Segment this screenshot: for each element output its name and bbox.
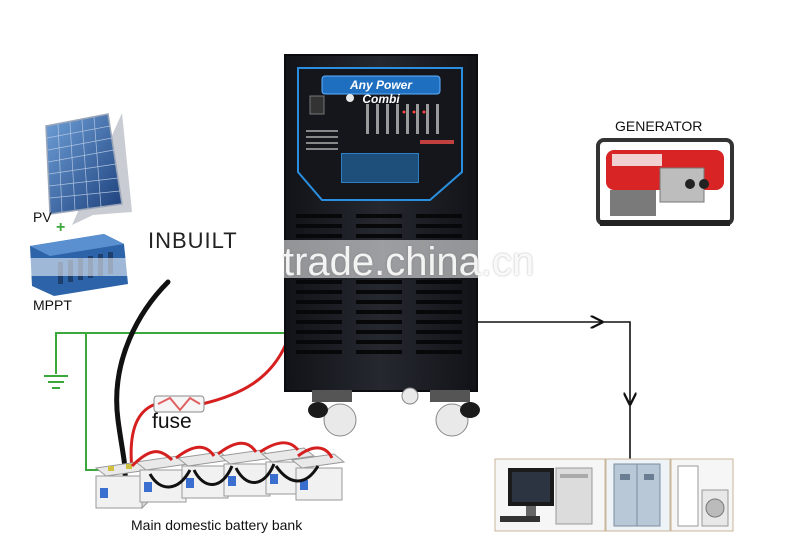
mppt-label: MPPT xyxy=(33,297,72,313)
mppt-icon xyxy=(20,234,240,296)
fuse-label: fuse xyxy=(152,410,192,433)
svg-text:+: + xyxy=(56,219,65,236)
inverter-unit xyxy=(283,54,480,437)
generator-icon xyxy=(596,138,734,226)
battery-bank-icon xyxy=(94,441,346,510)
inverter-lcd-display xyxy=(341,153,419,183)
battery-bank-label: Main domestic battery bank xyxy=(131,517,303,533)
ground-wire xyxy=(44,332,286,471)
watermark-text: trade.china.cn xyxy=(283,240,535,284)
negative-cable xyxy=(114,279,171,481)
positive-cable-battery xyxy=(129,402,157,471)
appliances-icon xyxy=(494,458,734,532)
solar-panel-icon: + xyxy=(45,113,132,236)
inverter-brand-label: Any Power Combi xyxy=(349,78,412,106)
positive-cable xyxy=(201,343,288,406)
fuse-icon xyxy=(153,395,205,413)
pv-label: PV xyxy=(33,209,52,225)
generator-label: GENERATOR xyxy=(615,118,703,134)
output-wire xyxy=(478,322,630,460)
inbuilt-label: INBUILT xyxy=(148,228,238,253)
